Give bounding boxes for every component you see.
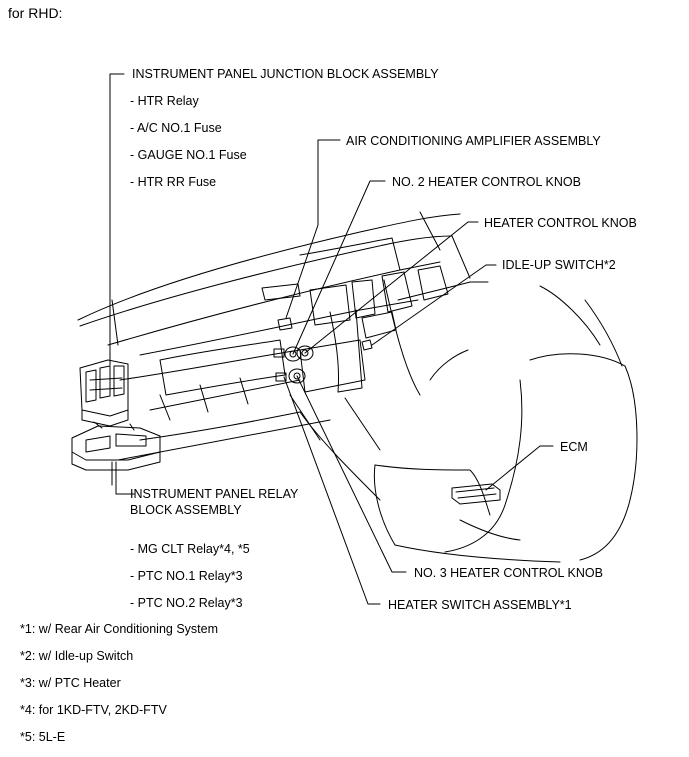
label-iprb-line1: INSTRUMENT PANEL RELAY (130, 487, 299, 501)
footnote-3: *3: w/ PTC Heater (20, 676, 121, 690)
ipjb-item-htr-rr-fuse: - HTR RR Fuse (130, 175, 217, 189)
relay-block-drawing (71, 421, 161, 471)
ipjb-item-ac-fuse: - A/C NO.1 Fuse (130, 121, 222, 135)
label-idle-up-switch: IDLE-UP SWITCH*2 (502, 258, 616, 272)
label-ecm: ECM (560, 440, 588, 454)
footnote-4: *4: for 1KD-FTV, 2KD-FTV (20, 703, 167, 717)
seat-outline (373, 285, 638, 563)
label-no3-knob: NO. 3 HEATER CONTROL KNOB (414, 566, 603, 580)
label-ac-amplifier: AIR CONDITIONING AMPLIFIER ASSEMBLY (346, 134, 601, 148)
footnote-5: *5: 5L-E (20, 730, 66, 744)
leader-lines (109, 73, 554, 605)
label-ipjb: INSTRUMENT PANEL JUNCTION BLOCK ASSEMBLY (132, 67, 439, 81)
ipjb-item-htr-relay: - HTR Relay (130, 94, 199, 108)
label-no2-knob: NO. 2 HEATER CONTROL KNOB (392, 175, 581, 189)
iprb-item-ptc2: - PTC NO.2 Relay*3 (130, 596, 243, 610)
knob-drawings (273, 317, 373, 384)
ecm-drawing (451, 483, 501, 505)
junction-block-drawing (79, 359, 129, 427)
label-iprb-line2: BLOCK ASSEMBLY (130, 503, 242, 517)
iprb-item-ptc1: - PTC NO.1 Relay*3 (130, 569, 243, 583)
header: for RHD: (8, 5, 63, 21)
footnote-1: *1: w/ Rear Air Conditioning System (20, 622, 219, 636)
iprb-item-mg-clt: - MG CLT Relay*4, *5 (130, 542, 250, 556)
label-heater-switch: HEATER SWITCH ASSEMBLY*1 (388, 598, 572, 612)
ipjb-item-gauge-fuse: - GAUGE NO.1 Fuse (130, 148, 247, 162)
dashboard-outline (77, 211, 489, 501)
footnote-2: *2: w/ Idle-up Switch (20, 649, 134, 663)
label-heater-control-knob: HEATER CONTROL KNOB (484, 216, 637, 230)
